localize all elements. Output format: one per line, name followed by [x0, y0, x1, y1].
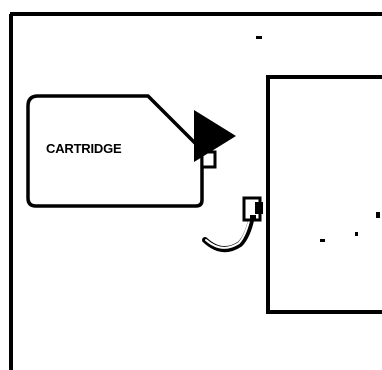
cartridge: CARTRIDGE	[26, 94, 217, 208]
device-port	[242, 196, 263, 222]
right-arrow-icon	[194, 110, 236, 162]
speck	[320, 239, 325, 242]
device-unit	[266, 75, 382, 314]
cable	[202, 213, 255, 253]
speck	[376, 212, 380, 218]
speck	[256, 36, 262, 39]
cartridge-body	[26, 94, 204, 208]
diagram-frame	[9, 12, 382, 370]
cartridge-label: CARTRIDGE	[46, 141, 122, 156]
speck	[355, 232, 358, 236]
